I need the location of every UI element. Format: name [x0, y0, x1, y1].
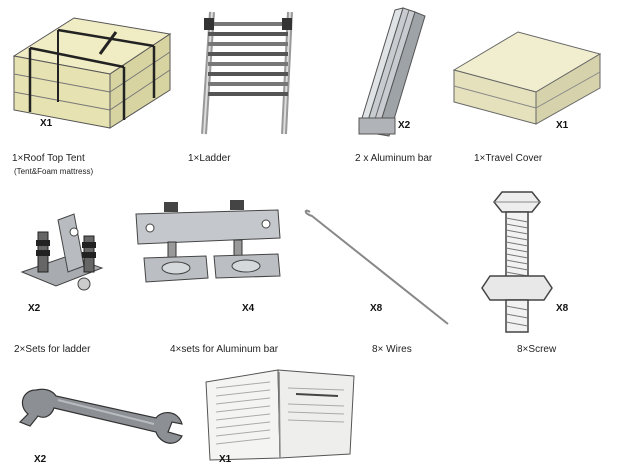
- item-caption: 1×Roof Top Tent: [12, 153, 85, 164]
- travel-cover-icon: [452, 26, 602, 130]
- item-caption: 4×sets for Aluminum bar: [170, 344, 279, 355]
- quantity-label: X8: [370, 303, 383, 314]
- item-caption: 1×Travel Cover: [474, 153, 543, 164]
- item-subcaption: (Tent&Foam mattress): [14, 167, 94, 176]
- quantity-label: X1: [556, 120, 569, 131]
- item-caption: 8× Wires: [372, 344, 412, 355]
- wire-icon: [302, 206, 454, 328]
- item-caption: 1×Ladder: [188, 153, 231, 164]
- quantity-label: X2: [34, 454, 47, 465]
- aluminum-bar-icon: [355, 6, 435, 138]
- roof-top-tent-icon: [12, 12, 172, 130]
- bar-clamp-icon: [130, 198, 290, 294]
- item-caption: 8×Screw: [517, 344, 557, 355]
- quantity-label: X1: [40, 118, 53, 129]
- ladder-icon: [192, 8, 302, 138]
- quantity-label: X1: [219, 454, 232, 465]
- quantity-label: X4: [242, 303, 255, 314]
- quantity-label: X8: [556, 303, 569, 314]
- item-caption: 2×Sets for ladder: [14, 344, 91, 355]
- manual-book-icon: [200, 368, 360, 464]
- item-caption: 2 x Aluminum bar: [355, 153, 433, 164]
- screw-icon: [480, 188, 560, 336]
- ladder-bracket-icon: [18, 210, 108, 298]
- quantity-label: X2: [28, 303, 41, 314]
- wrench-icon: [16, 384, 186, 450]
- quantity-label: X2: [398, 120, 411, 131]
